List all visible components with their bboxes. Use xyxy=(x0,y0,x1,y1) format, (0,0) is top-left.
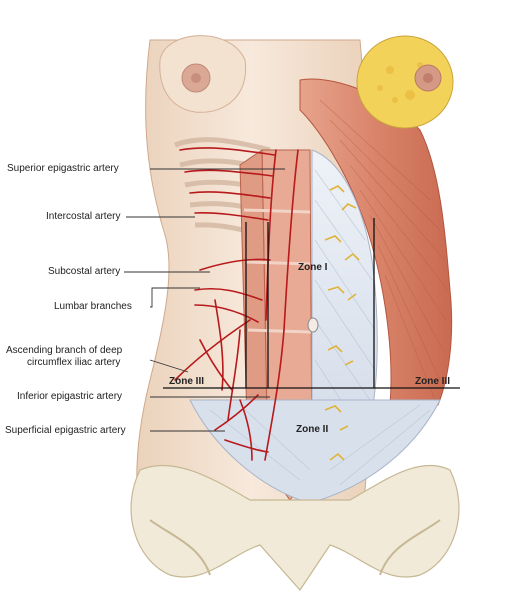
superior-epigastric-artery xyxy=(283,149,299,331)
pelvis xyxy=(130,464,460,591)
label-subcostal-artery: Subcostal artery xyxy=(48,266,121,277)
inferior-epigastric-artery xyxy=(264,329,285,461)
ascending-circumflex-iliac-artery xyxy=(174,319,251,381)
lumbar-branch xyxy=(194,287,263,301)
label-superior-epigastric-artery: Superior epigastric artery xyxy=(7,163,119,174)
femur-left xyxy=(149,519,211,576)
leader-lumbar xyxy=(150,287,200,308)
label-zone-3-left: Zone III xyxy=(169,376,204,387)
label-zone-3-right: Zone III xyxy=(415,376,450,387)
umbilicus xyxy=(307,317,319,333)
label-ascending-branch-line2: circumflex iliac artery xyxy=(27,357,121,368)
label-inferior-epigastric-artery: Inferior epigastric artery xyxy=(17,391,123,402)
label-zone-2: Zone II xyxy=(296,424,329,435)
superficial-epigastric-artery xyxy=(214,394,259,431)
subcostal-artery xyxy=(199,258,271,271)
label-lumbar-branches: Lumbar branches xyxy=(54,301,132,312)
femur-right xyxy=(379,519,441,576)
label-superficial-epigastric-artery: Superficial epigastric artery xyxy=(5,425,126,436)
label-intercostal-artery: Intercostal artery xyxy=(46,211,121,222)
breast-fat-right xyxy=(356,35,454,129)
leader-ascending xyxy=(149,359,189,373)
label-ascending-branch-line1: Ascending branch of deep xyxy=(6,345,123,356)
intercostal-artery xyxy=(179,147,276,156)
label-zone-1: Zone I xyxy=(298,262,328,273)
